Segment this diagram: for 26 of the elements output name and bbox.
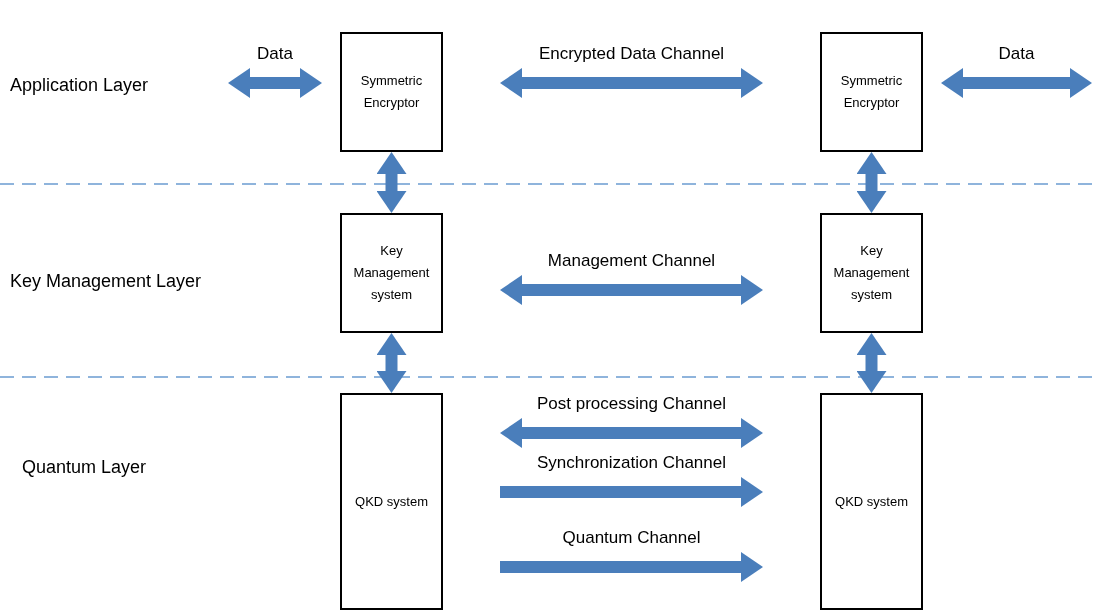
box-text: Key Management system <box>352 242 431 304</box>
block-arrow <box>500 477 763 507</box>
block-arrow <box>856 152 887 213</box>
system-box <box>820 213 923 333</box>
box-text: QKD system <box>835 492 908 511</box>
layer-label: Quantum Layer <box>22 456 147 479</box>
system-box <box>820 32 923 152</box>
system-box <box>820 393 923 610</box>
layer-label: Key Management Layer <box>10 270 202 293</box>
block-arrow <box>500 275 763 305</box>
box-text: Symmetric Encryptor <box>839 72 904 112</box>
block-arrow <box>376 152 407 213</box>
layer-label: Application Layer <box>10 74 149 97</box>
block-arrow <box>856 333 887 393</box>
system-box <box>340 393 443 610</box>
block-arrow <box>500 552 763 582</box>
box-text: QKD system <box>355 492 428 511</box>
system-box <box>340 32 443 152</box>
box-text: Symmetric Encryptor <box>359 72 424 112</box>
block-arrow <box>500 418 763 448</box>
block-arrow <box>376 333 407 393</box>
system-box <box>340 213 443 333</box>
block-arrow <box>228 68 322 98</box>
block-arrow <box>941 68 1092 98</box>
box-text: Key Management system <box>832 242 911 304</box>
block-arrow <box>500 68 763 98</box>
